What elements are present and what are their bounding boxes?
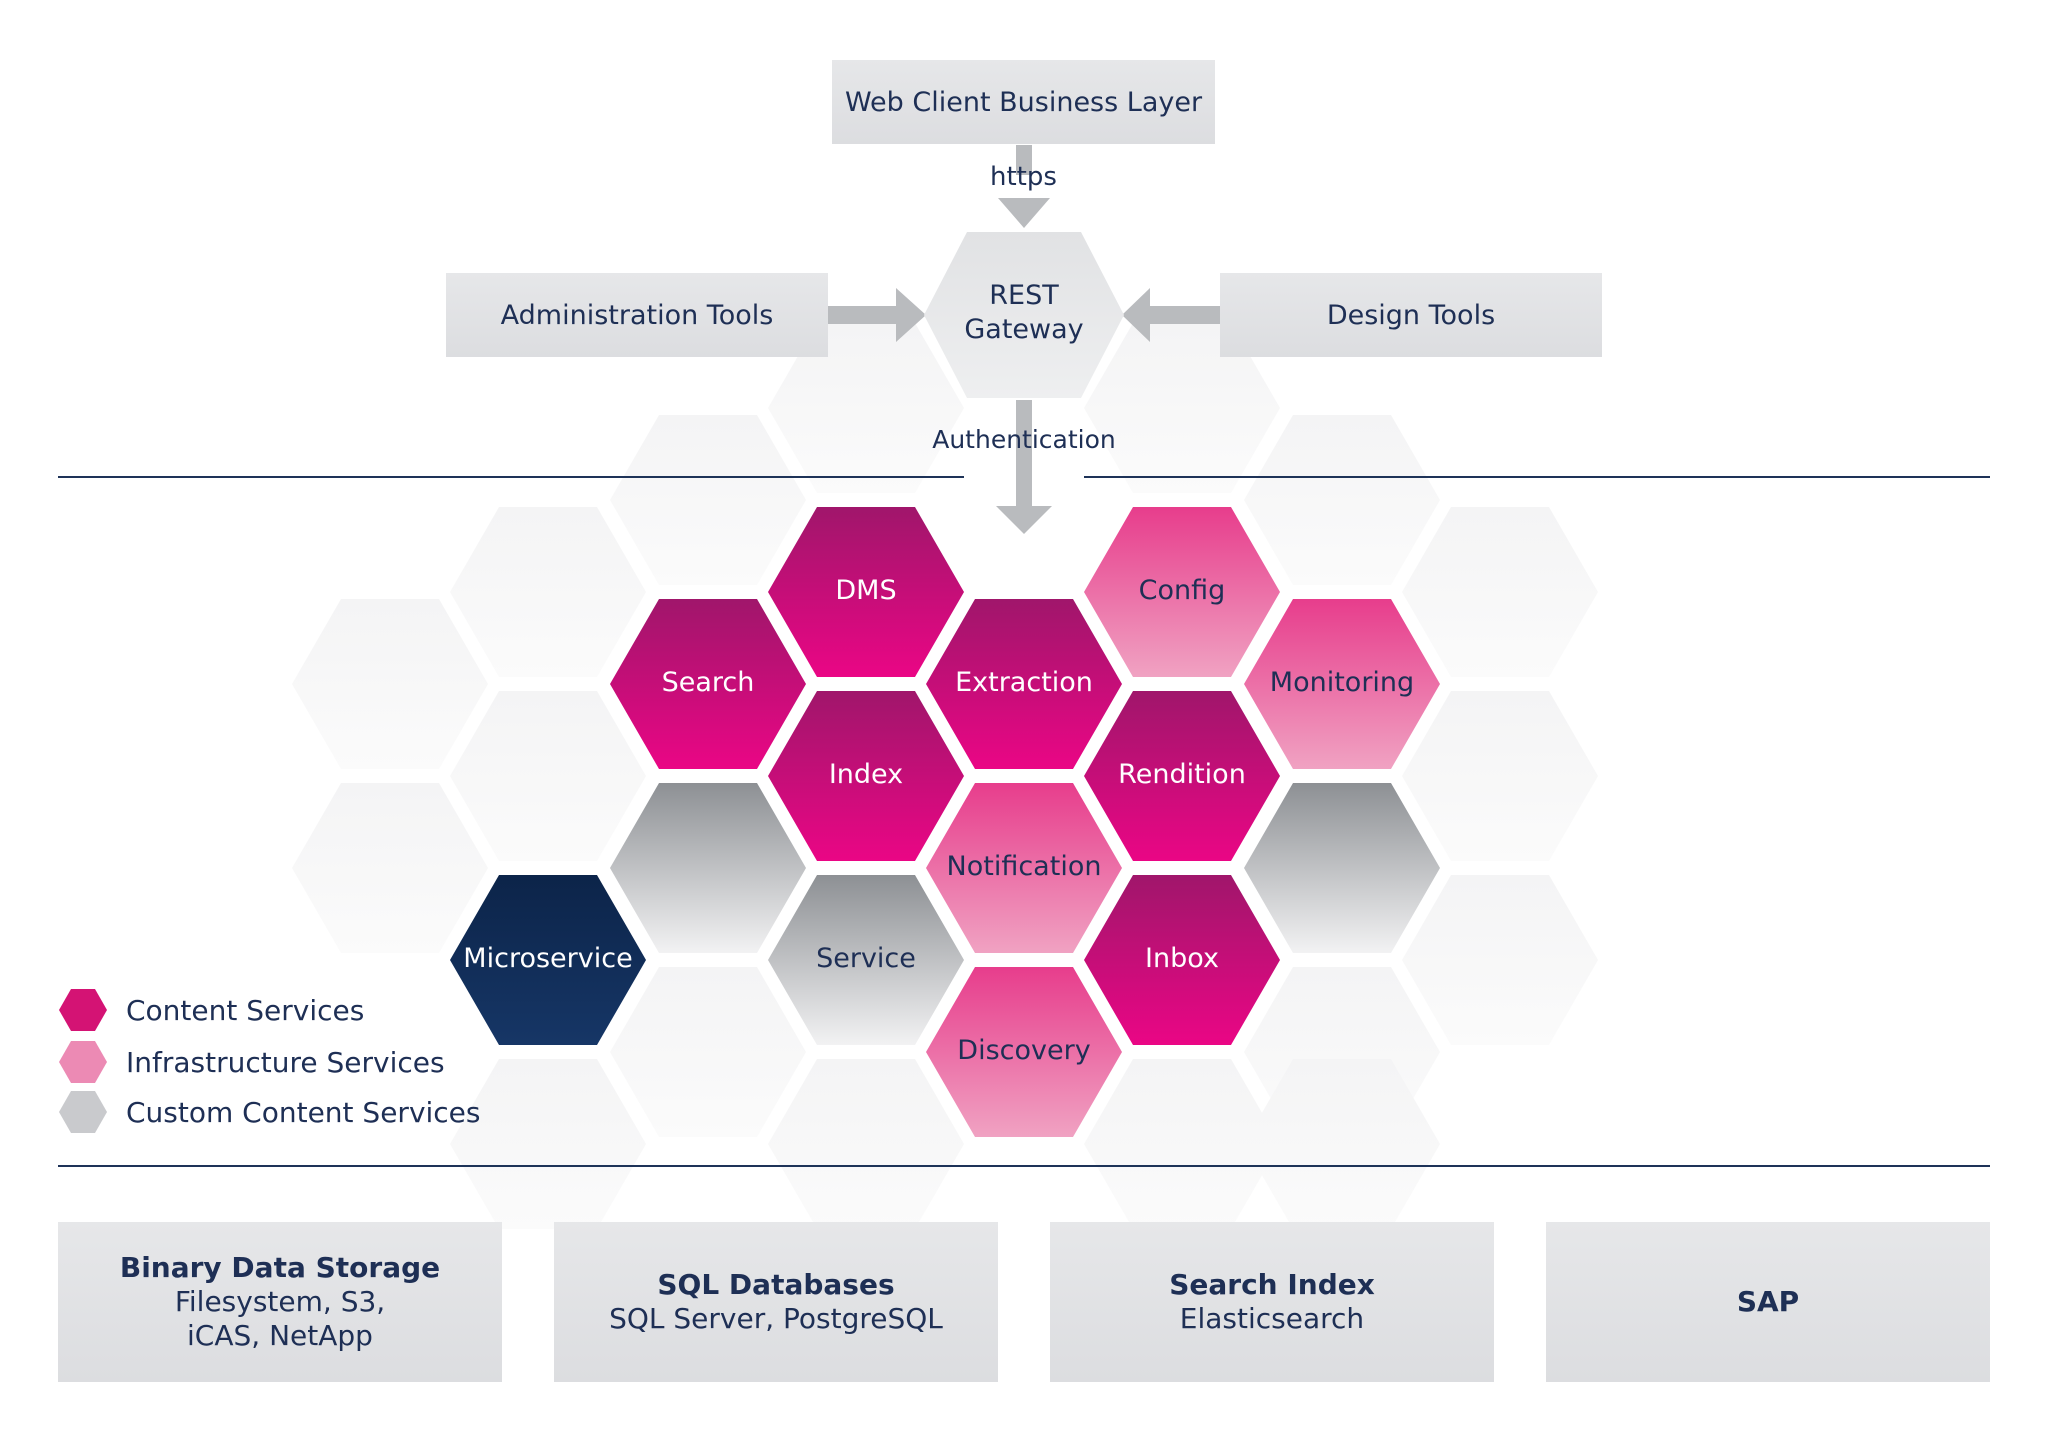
design-arrow-head xyxy=(1122,288,1150,342)
web-client-box: Web Client Business Layer xyxy=(832,60,1215,144)
legend-swatch-icon xyxy=(59,989,107,1031)
monitoring-hex xyxy=(1244,599,1440,769)
background-hex xyxy=(450,1059,646,1229)
discovery-hex xyxy=(926,967,1122,1137)
index-hex xyxy=(768,691,964,861)
background-hex xyxy=(1402,691,1598,861)
background-hex xyxy=(610,415,806,585)
top-divider-right xyxy=(1084,476,1990,478)
legend-swatch-icon xyxy=(59,1041,107,1083)
binary-storage-box: Binary Data Storage Filesystem, S3, iCAS… xyxy=(58,1222,502,1382)
extraction-hex xyxy=(926,599,1122,769)
binary-storage-line2: iCAS, NetApp xyxy=(187,1319,373,1352)
inbox-hex xyxy=(1084,875,1280,1045)
inbox-hex-label: Inbox xyxy=(1145,943,1219,974)
background-hex xyxy=(450,691,646,861)
binary-storage-line1: Filesystem, S3, xyxy=(174,1285,386,1318)
admin-tools-box: Administration Tools xyxy=(446,273,828,357)
extraction-hex-label: Extraction xyxy=(955,667,1093,698)
binary-storage-title: Binary Data Storage xyxy=(119,1251,441,1284)
background-hex xyxy=(768,1059,964,1229)
background-hex xyxy=(1244,1059,1440,1229)
design-tools-box: Design Tools xyxy=(1220,273,1602,357)
background-hex xyxy=(292,783,488,953)
rendition-hex xyxy=(1084,691,1280,861)
sql-databases-box: SQL Databases SQL Server, PostgreSQL xyxy=(554,1222,998,1382)
microservice-hex-label: Microservice xyxy=(463,943,633,974)
admin-arrow-head xyxy=(896,288,926,342)
search-hex xyxy=(610,599,806,769)
search-index-title: Search Index xyxy=(1169,1268,1375,1301)
dms-hex xyxy=(768,507,964,677)
web-client-label: Web Client Business Layer xyxy=(844,86,1203,118)
legend-swatch-icon xyxy=(59,1091,107,1133)
https-arrow-head xyxy=(998,198,1050,228)
background-hex xyxy=(610,967,806,1137)
sap-title: SAP xyxy=(1736,1285,1800,1318)
dms-hex-label: DMS xyxy=(835,575,897,606)
gateway-label-line1: REST xyxy=(989,280,1059,311)
notification-hex-label: Notification xyxy=(946,851,1102,882)
config-hex-label: Config xyxy=(1138,575,1226,606)
sap-box: SAP xyxy=(1546,1222,1990,1382)
legend-item-2: Infrastructure Services xyxy=(58,1040,445,1084)
background-hex xyxy=(1084,323,1280,493)
bottom-divider xyxy=(58,1165,1990,1167)
legend-label: Custom Content Services xyxy=(126,1095,481,1129)
auth-arrow-head xyxy=(996,506,1052,534)
rest-gateway-hex xyxy=(924,232,1124,398)
https-label: https xyxy=(990,162,1057,192)
legend-item-1: Content Services xyxy=(58,988,364,1032)
background-hex xyxy=(1402,507,1598,677)
search-index-line1: Elasticsearch xyxy=(1179,1302,1365,1335)
custom-service-hex xyxy=(610,783,806,953)
background-hex xyxy=(292,599,488,769)
legend-label: Content Services xyxy=(126,993,365,1027)
service-hexes xyxy=(450,507,1440,1137)
discovery-hex-label: Discovery xyxy=(957,1035,1091,1066)
background-hexes xyxy=(292,323,1598,1229)
legend-item-3: Custom Content Services xyxy=(58,1090,481,1134)
background-hex xyxy=(1084,1059,1280,1229)
background-hex xyxy=(1244,415,1440,585)
background-hex xyxy=(450,507,646,677)
search-hex-label: Search xyxy=(661,667,755,698)
service-hex xyxy=(768,875,964,1045)
custom-service-hex xyxy=(1244,783,1440,953)
sql-databases-title: SQL Databases xyxy=(657,1268,895,1301)
admin-tools-label: Administration Tools xyxy=(500,299,774,331)
background-hex xyxy=(768,323,964,493)
index-hex-label: Index xyxy=(828,759,904,790)
gateway-label-line2: Gateway xyxy=(964,314,1084,345)
monitoring-hex-label: Monitoring xyxy=(1269,667,1415,698)
legend-label: Infrastructure Services xyxy=(126,1045,445,1079)
background-hex xyxy=(1402,875,1598,1045)
connector-arrows xyxy=(828,145,1220,534)
notification-hex xyxy=(926,783,1122,953)
rendition-hex-label: Rendition xyxy=(1118,759,1246,790)
design-tools-label: Design Tools xyxy=(1326,299,1496,331)
top-divider-left xyxy=(58,476,964,478)
config-hex xyxy=(1084,507,1280,677)
search-index-box: Search Index Elasticsearch xyxy=(1050,1222,1494,1382)
authentication-label: Authentication xyxy=(932,425,1116,454)
sql-databases-line1: SQL Server, PostgreSQL xyxy=(609,1302,943,1335)
microservice-hex xyxy=(450,875,646,1045)
service-hex-label: Service xyxy=(816,943,916,974)
